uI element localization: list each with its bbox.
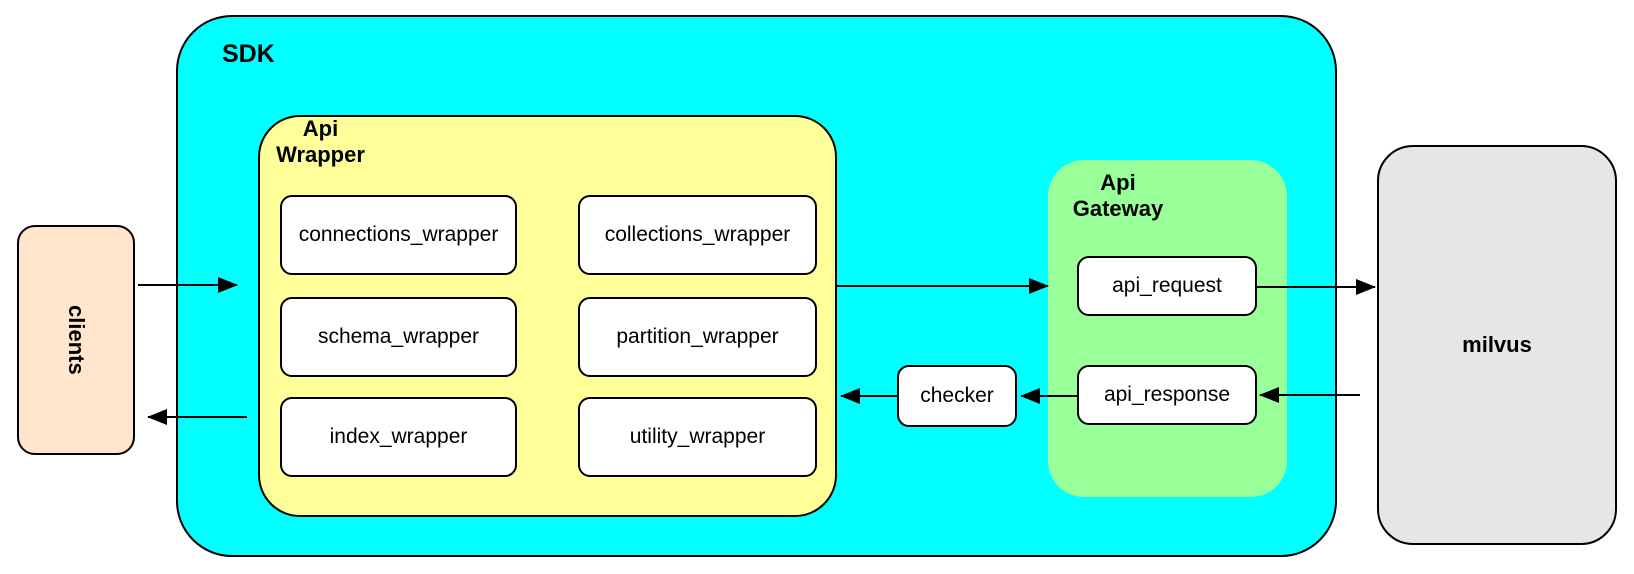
node-partition-wrapper: partition_wrapper — [578, 297, 817, 377]
node-api-response: api_response — [1077, 365, 1257, 425]
node-api-request: api_request — [1077, 256, 1257, 316]
milvus-box: milvus — [1377, 145, 1617, 545]
node-index-wrapper: index_wrapper — [280, 397, 517, 477]
api-wrapper-label: Api Wrapper — [276, 116, 365, 167]
node-checker: checker — [897, 365, 1017, 427]
api-gateway-container — [1048, 160, 1287, 497]
sdk-label: SDK — [222, 40, 275, 68]
clients-box: clients — [17, 225, 135, 455]
node-connections-wrapper: connections_wrapper — [280, 195, 517, 275]
node-utility-wrapper: utility_wrapper — [578, 397, 817, 477]
node-collections-wrapper: collections_wrapper — [578, 195, 817, 275]
node-schema-wrapper: schema_wrapper — [280, 297, 517, 377]
api-gateway-label: Api Gateway — [1072, 170, 1164, 221]
clients-label: clients — [64, 305, 89, 375]
milvus-label: milvus — [1462, 332, 1532, 357]
